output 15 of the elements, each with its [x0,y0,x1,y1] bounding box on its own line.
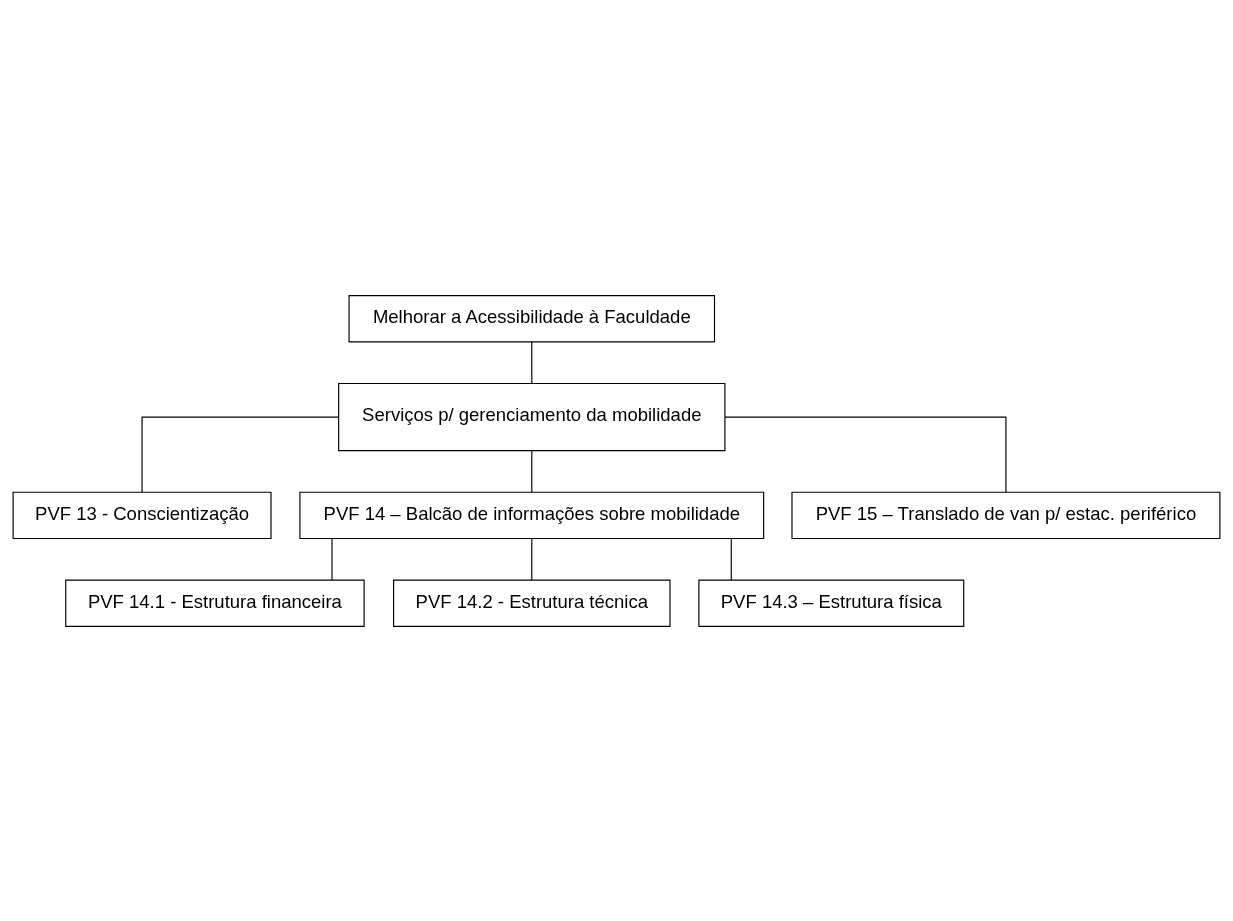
node-box: PVF 14.1 - Estrutura financeira [65,579,365,627]
node-box: Serviços p/ gerenciamento da mobilidade [338,382,726,451]
connector [531,340,533,384]
connector [724,415,1007,493]
node-box: PVF 14 – Balcão de informações sobre mobilidade [299,491,765,539]
node-box: PVF 14.3 – Estrutura física [698,579,965,627]
node-box: PVF 14.2 - Estrutura técnica [393,579,671,627]
node-box: PVF 13 - Conscientização [12,491,272,539]
connector [730,537,732,580]
connector [531,449,533,493]
connector [141,415,340,493]
connector [531,537,533,580]
node-box: Melhorar a Acessibilidade à Faculdade [348,294,716,342]
connector [331,537,333,580]
node-box: PVF 15 – Translado de van p/ estac. periférico [791,491,1221,539]
